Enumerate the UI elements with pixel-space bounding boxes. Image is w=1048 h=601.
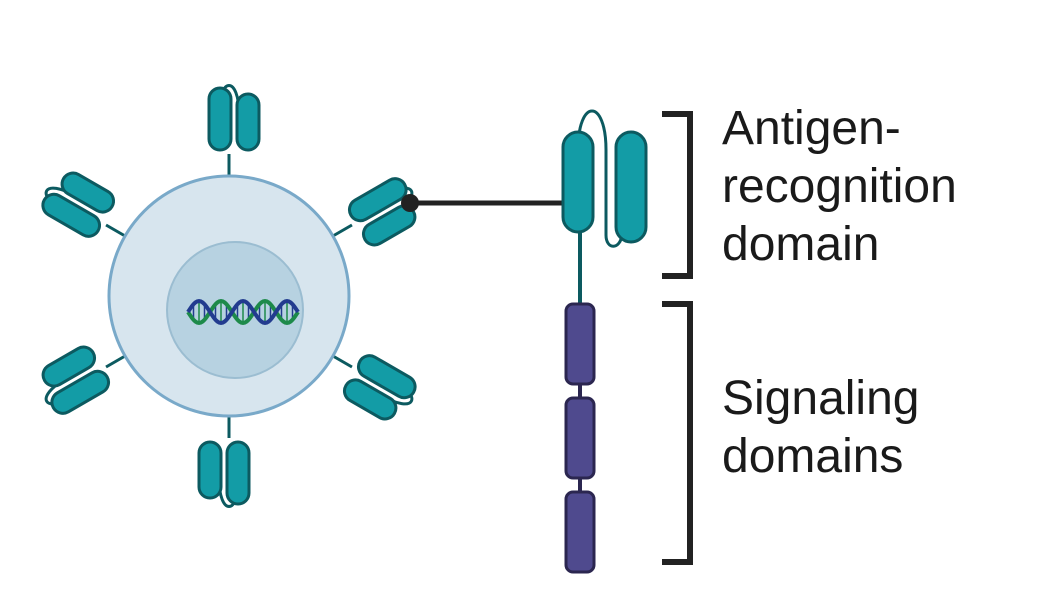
antigen-domain-left	[561, 130, 595, 234]
cell-receptor	[207, 84, 261, 152]
receptor-domain-left	[207, 86, 233, 152]
receptor-domain-right	[197, 440, 223, 500]
cell-receptor	[347, 177, 417, 247]
receptor-domain-right	[361, 204, 417, 247]
receptor-domain-left	[225, 440, 251, 506]
cell-receptor	[41, 345, 111, 415]
signaling-domain	[564, 396, 596, 480]
receptor-domain-left	[356, 354, 417, 400]
dna-strand	[186, 298, 300, 326]
receptor-domain-right	[342, 378, 398, 421]
cell-receptor	[41, 171, 116, 238]
antigen-label-line-1: Antigen-	[722, 102, 901, 155]
signaling-domains-label: Signaling domains	[722, 370, 919, 486]
signaling-label-line-2: domains	[722, 430, 904, 483]
receptor-domain-right	[235, 92, 261, 152]
cell-receptor	[342, 354, 417, 421]
receptor-domain-left	[50, 369, 111, 415]
cell-receptors	[41, 84, 417, 508]
antigen-recognition-label: Antigen- recognition domain	[722, 100, 957, 274]
signaling-domain	[564, 302, 596, 386]
antigen-recognition-bracket	[662, 111, 693, 279]
signaling-domain	[564, 490, 596, 574]
pointer-line	[401, 194, 572, 212]
dna-helix-icon	[186, 298, 300, 326]
signaling-label-line-1: Signaling	[722, 372, 920, 425]
receptor-domain-right	[60, 171, 116, 214]
enlarged-receptor	[561, 109, 648, 574]
cell-receptor	[197, 440, 251, 508]
receptor-domain-left	[41, 192, 102, 238]
antigen-domain-right	[614, 130, 648, 244]
receptor-hinge-loop	[576, 109, 624, 248]
signaling-bracket	[662, 301, 693, 565]
dna-strand	[186, 298, 300, 326]
receptor-domain-right	[41, 345, 97, 388]
receptor-domain-left	[347, 177, 408, 223]
antigen-label-line-3: domain	[722, 218, 880, 271]
antigen-label-line-2: recognition	[722, 160, 957, 213]
